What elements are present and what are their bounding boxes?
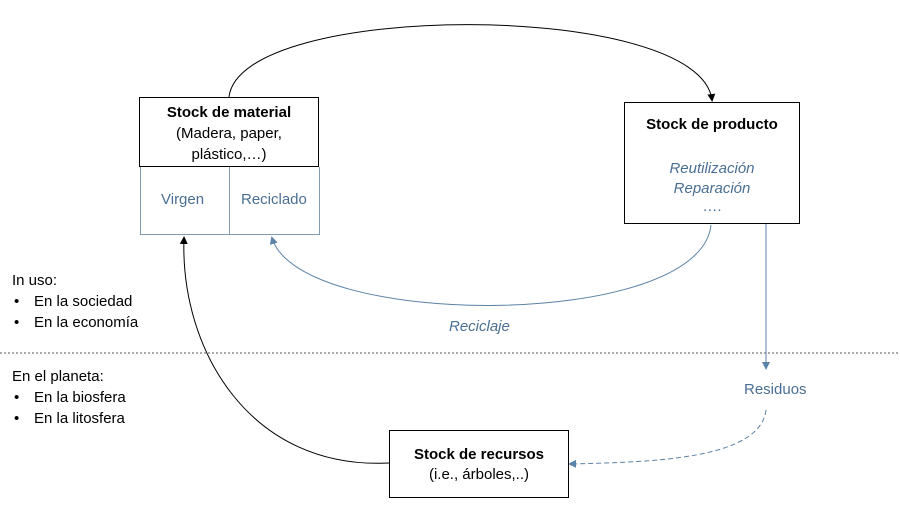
- arrow-resources-to-virgin: [179, 236, 390, 464]
- arrow-material-to-product: [228, 24, 716, 102]
- ellipsis-label: ….: [702, 198, 722, 215]
- waste-label: Residuos: [744, 381, 807, 398]
- legend-item: En la litosfera: [12, 408, 126, 429]
- repair-label: Reparación: [673, 180, 751, 197]
- stock-resources-title: Stock de recursos: [413, 446, 545, 463]
- stock-product-box: Stock de producto Reutilización Reparaci…: [624, 102, 800, 224]
- stock-material-title: Stock de material: [166, 104, 292, 121]
- material-split-divider: [229, 167, 230, 234]
- recycling-label: Reciclaje: [449, 318, 510, 335]
- legend-item: En la economía: [12, 312, 138, 333]
- stock-material-subtitle-2: plástico,…): [191, 146, 267, 163]
- legend-planet-heading: En el planeta:: [12, 368, 104, 385]
- stock-product-title: Stock de producto: [646, 116, 778, 133]
- stock-material-subtitle-1: (Madera, paper,: [176, 125, 282, 142]
- arrow-recycling: [269, 224, 712, 306]
- stock-resources-subtitle: (i.e., árboles,..): [428, 466, 530, 483]
- stock-resources-box: Stock de recursos (i.e., árboles,..): [389, 430, 569, 498]
- arrow-waste-to-resources: [568, 409, 767, 468]
- legend-planet: En el planeta: En la biosfera En la lito…: [12, 366, 126, 429]
- material-split-box: Virgen Reciclado: [140, 167, 320, 235]
- reuse-label: Reutilización: [669, 160, 755, 177]
- legend-item: En la biosfera: [12, 387, 126, 408]
- virgin-label: Virgen: [161, 191, 205, 208]
- recycled-label: Reciclado: [241, 191, 307, 208]
- legend-in-use-heading: In uso:: [12, 272, 58, 289]
- stock-material-box: Stock de material (Madera, paper, plásti…: [139, 97, 319, 167]
- legend-in-use: In uso: En la sociedad En la economía: [12, 270, 138, 333]
- legend-item: En la sociedad: [12, 291, 138, 312]
